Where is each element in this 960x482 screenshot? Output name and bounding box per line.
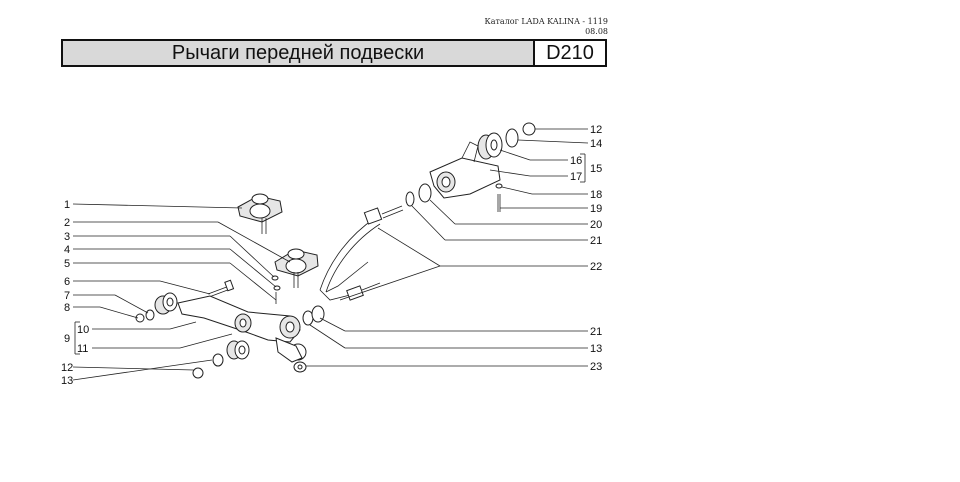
label-14: 14 bbox=[590, 138, 602, 150]
washer-small bbox=[271, 275, 279, 281]
leader-lines bbox=[72, 128, 589, 381]
washer-21-upper bbox=[405, 191, 415, 207]
label-12-right: 12 bbox=[590, 124, 602, 136]
section-code: D210 bbox=[546, 41, 594, 64]
washer-13 bbox=[212, 353, 224, 367]
title-bar: Рычаги передней подвески D210 bbox=[61, 39, 607, 67]
label-22: 22 bbox=[590, 261, 602, 273]
strut-bar bbox=[319, 205, 404, 301]
label-6: 6 bbox=[64, 276, 70, 288]
washer-7 bbox=[145, 309, 155, 321]
label-10: 10 bbox=[77, 324, 89, 336]
washer-18 bbox=[495, 183, 503, 189]
label-23: 23 bbox=[590, 361, 602, 373]
labels-right: 12 14 16 15 17 18 19 20 21 22 21 13 23 bbox=[570, 124, 602, 373]
label-12-left: 12 bbox=[61, 362, 73, 374]
nut-12-upper bbox=[522, 122, 536, 136]
washer-20 bbox=[418, 183, 432, 203]
label-15: 15 bbox=[590, 163, 602, 175]
label-11: 11 bbox=[77, 343, 88, 355]
label-16: 16 bbox=[570, 155, 582, 167]
nut-23 bbox=[293, 361, 307, 373]
label-13-right: 13 bbox=[590, 343, 602, 355]
label-9: 9 bbox=[64, 333, 70, 345]
washer-21-lower bbox=[302, 310, 314, 326]
nut-12 bbox=[192, 367, 204, 379]
bracket-15 bbox=[429, 141, 501, 199]
bushing-lower bbox=[226, 340, 250, 360]
label-3: 3 bbox=[64, 231, 70, 243]
catalog-name: Каталог LADA KALINA - 1119 bbox=[484, 17, 608, 26]
label-2: 2 bbox=[64, 217, 70, 229]
washer-14 bbox=[505, 128, 519, 148]
ball-joint-upper bbox=[237, 193, 283, 234]
bolt-6 bbox=[207, 279, 235, 298]
washer-13-lower bbox=[311, 305, 325, 323]
label-8: 8 bbox=[64, 302, 70, 314]
label-5: 5 bbox=[64, 258, 70, 270]
label-19: 19 bbox=[590, 203, 602, 215]
lower-arm bbox=[177, 295, 307, 363]
nut-8 bbox=[135, 313, 145, 323]
label-13-left: 13 bbox=[61, 375, 73, 387]
label-7: 7 bbox=[64, 290, 70, 302]
bushing-7 bbox=[154, 292, 178, 315]
label-21-upper: 21 bbox=[590, 235, 602, 247]
label-20: 20 bbox=[590, 219, 602, 231]
ball-joint-lower bbox=[274, 248, 319, 288]
catalog-date: 08.08 bbox=[585, 27, 608, 36]
bushing-14 bbox=[477, 132, 503, 160]
label-4: 4 bbox=[64, 244, 70, 256]
label-21-lower: 21 bbox=[590, 326, 602, 338]
label-18: 18 bbox=[590, 189, 602, 201]
labels-left: 1 2 3 4 5 6 7 8 10 9 11 12 13 bbox=[61, 199, 89, 387]
label-17: 17 bbox=[570, 171, 582, 183]
page-title: Рычаги передней подвески bbox=[63, 41, 535, 65]
label-1: 1 bbox=[64, 199, 70, 211]
